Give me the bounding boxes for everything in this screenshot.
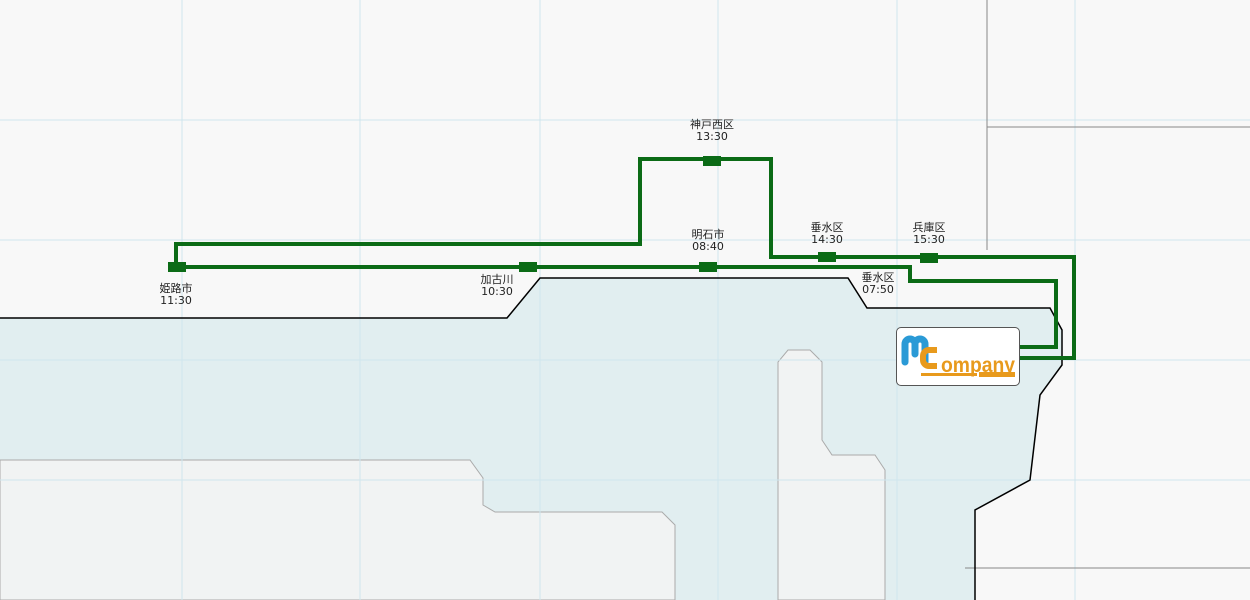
roads xyxy=(965,0,1250,569)
land-east xyxy=(975,300,1250,600)
station-time: 13:30 xyxy=(696,130,728,143)
land-southwest xyxy=(0,459,676,600)
route-inner xyxy=(176,265,1058,349)
station-name: 垂水区 xyxy=(810,221,844,234)
station-name: 姫路市 xyxy=(159,282,193,295)
station-name: 垂水区 xyxy=(861,271,895,284)
land-island xyxy=(777,349,886,600)
station-time: 15:30 xyxy=(913,233,945,246)
mcompany-logo-icon: ompany xyxy=(901,335,1015,377)
station-name: 加古川 xyxy=(480,273,514,286)
svg-text:ompany: ompany xyxy=(941,354,1015,377)
route-outer xyxy=(174,157,1076,360)
station-time: 10:30 xyxy=(481,285,513,298)
station-name: 兵庫区 xyxy=(912,221,946,234)
station-time: 07:50 xyxy=(862,283,894,296)
station-time: 08:40 xyxy=(692,240,724,253)
station-markers xyxy=(168,156,938,272)
station-time: 14:30 xyxy=(811,233,843,246)
station-name: 明石市 xyxy=(691,228,725,241)
station-name: 神戸西区 xyxy=(690,118,734,131)
station-time: 11:30 xyxy=(160,294,192,307)
company-logo: ompany xyxy=(896,327,1020,386)
